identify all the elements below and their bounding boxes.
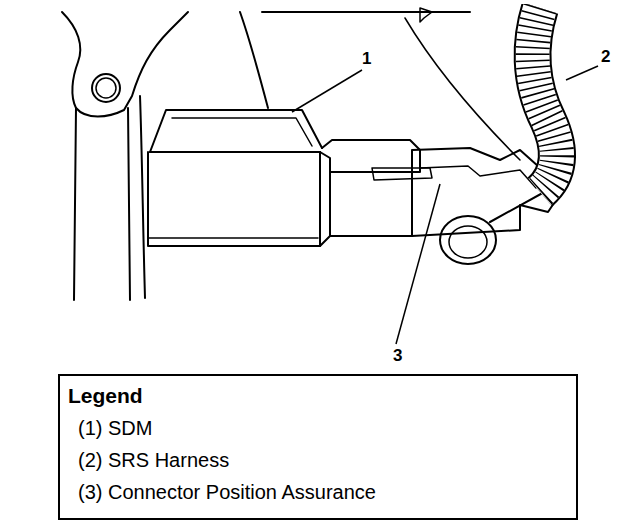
connector-shell [330,172,412,236]
wire [405,18,520,160]
page-clip [0,0,640,4]
sdm-front [148,152,320,246]
leader-line [292,70,362,112]
srs-harness [533,8,557,192]
leader-line [396,184,440,344]
cpa-ring [440,216,496,264]
sdm-top-rim [172,118,312,146]
legend-entry: (1) SDM [78,412,152,444]
sdm-top-edge [150,151,320,153]
mounting-bracket [62,12,188,117]
callout-number: 2 [599,48,612,66]
callout-number: 3 [391,347,404,365]
legend-box: Legend(1) SDM(2) SRS Harness(3) Connecto… [58,374,578,520]
connector-slot [372,168,432,180]
cpa-arm [490,190,548,222]
harness-outline [533,8,557,192]
body-contour [240,12,268,108]
harness-fill [533,8,557,192]
callout-number: 1 [360,50,373,68]
cpa-ring-inner [449,226,487,258]
legend-entry: (2) SRS Harness [78,444,229,476]
sdm-side-step [320,152,330,246]
bracket-hole [92,74,120,102]
legend-entry: (3) Connector Position Assurance [78,476,376,508]
legend-heading: Legend [68,380,143,412]
panel-edge [74,108,76,300]
sdm-top [150,110,322,152]
connector-latch [420,166,536,188]
tab [420,8,432,22]
leader-line [566,66,598,80]
panel-edge [140,96,145,298]
connector-body [412,148,556,236]
harness-ridges [533,8,557,192]
bracket-hole-inner [96,78,116,98]
panel-edge [128,108,130,300]
body-contour [262,11,470,13]
sdm-front-rim [148,237,318,239]
connector-shell [322,140,420,172]
